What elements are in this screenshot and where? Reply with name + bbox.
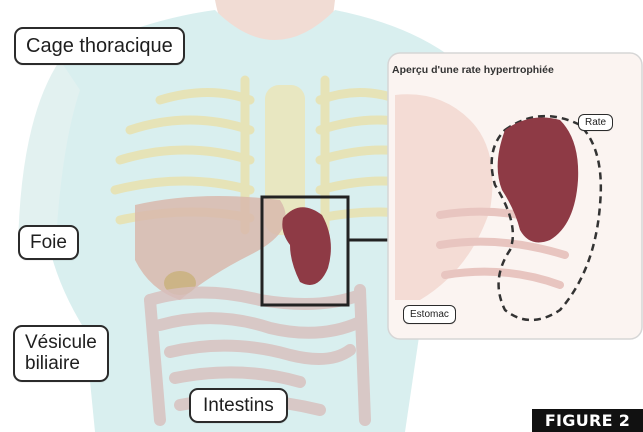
inset-panel — [388, 53, 642, 339]
callout-intestins: Intestins — [189, 388, 288, 423]
inset-title: Aperçu d'une rate hypertrophiée — [392, 64, 642, 76]
callout-estomac: Estomac — [403, 305, 456, 324]
callout-cage-text: Cage thoracique — [26, 35, 173, 57]
callout-intestins-text: Intestins — [203, 395, 274, 416]
callout-rate: Rate — [578, 114, 613, 131]
callout-vesicule-line2: biliaire — [25, 353, 97, 374]
callout-vesicule-biliaire: Vésicule biliaire — [13, 325, 109, 382]
callout-rate-text: Rate — [585, 117, 606, 128]
callout-foie-text: Foie — [30, 232, 67, 253]
callout-estomac-text: Estomac — [410, 309, 449, 320]
callout-vesicule-line1: Vésicule — [25, 332, 97, 353]
figure-tag: FIGURE 2 — [532, 409, 643, 432]
callout-cage-thoracique: Cage thoracique — [14, 27, 185, 65]
callout-foie: Foie — [18, 225, 79, 260]
